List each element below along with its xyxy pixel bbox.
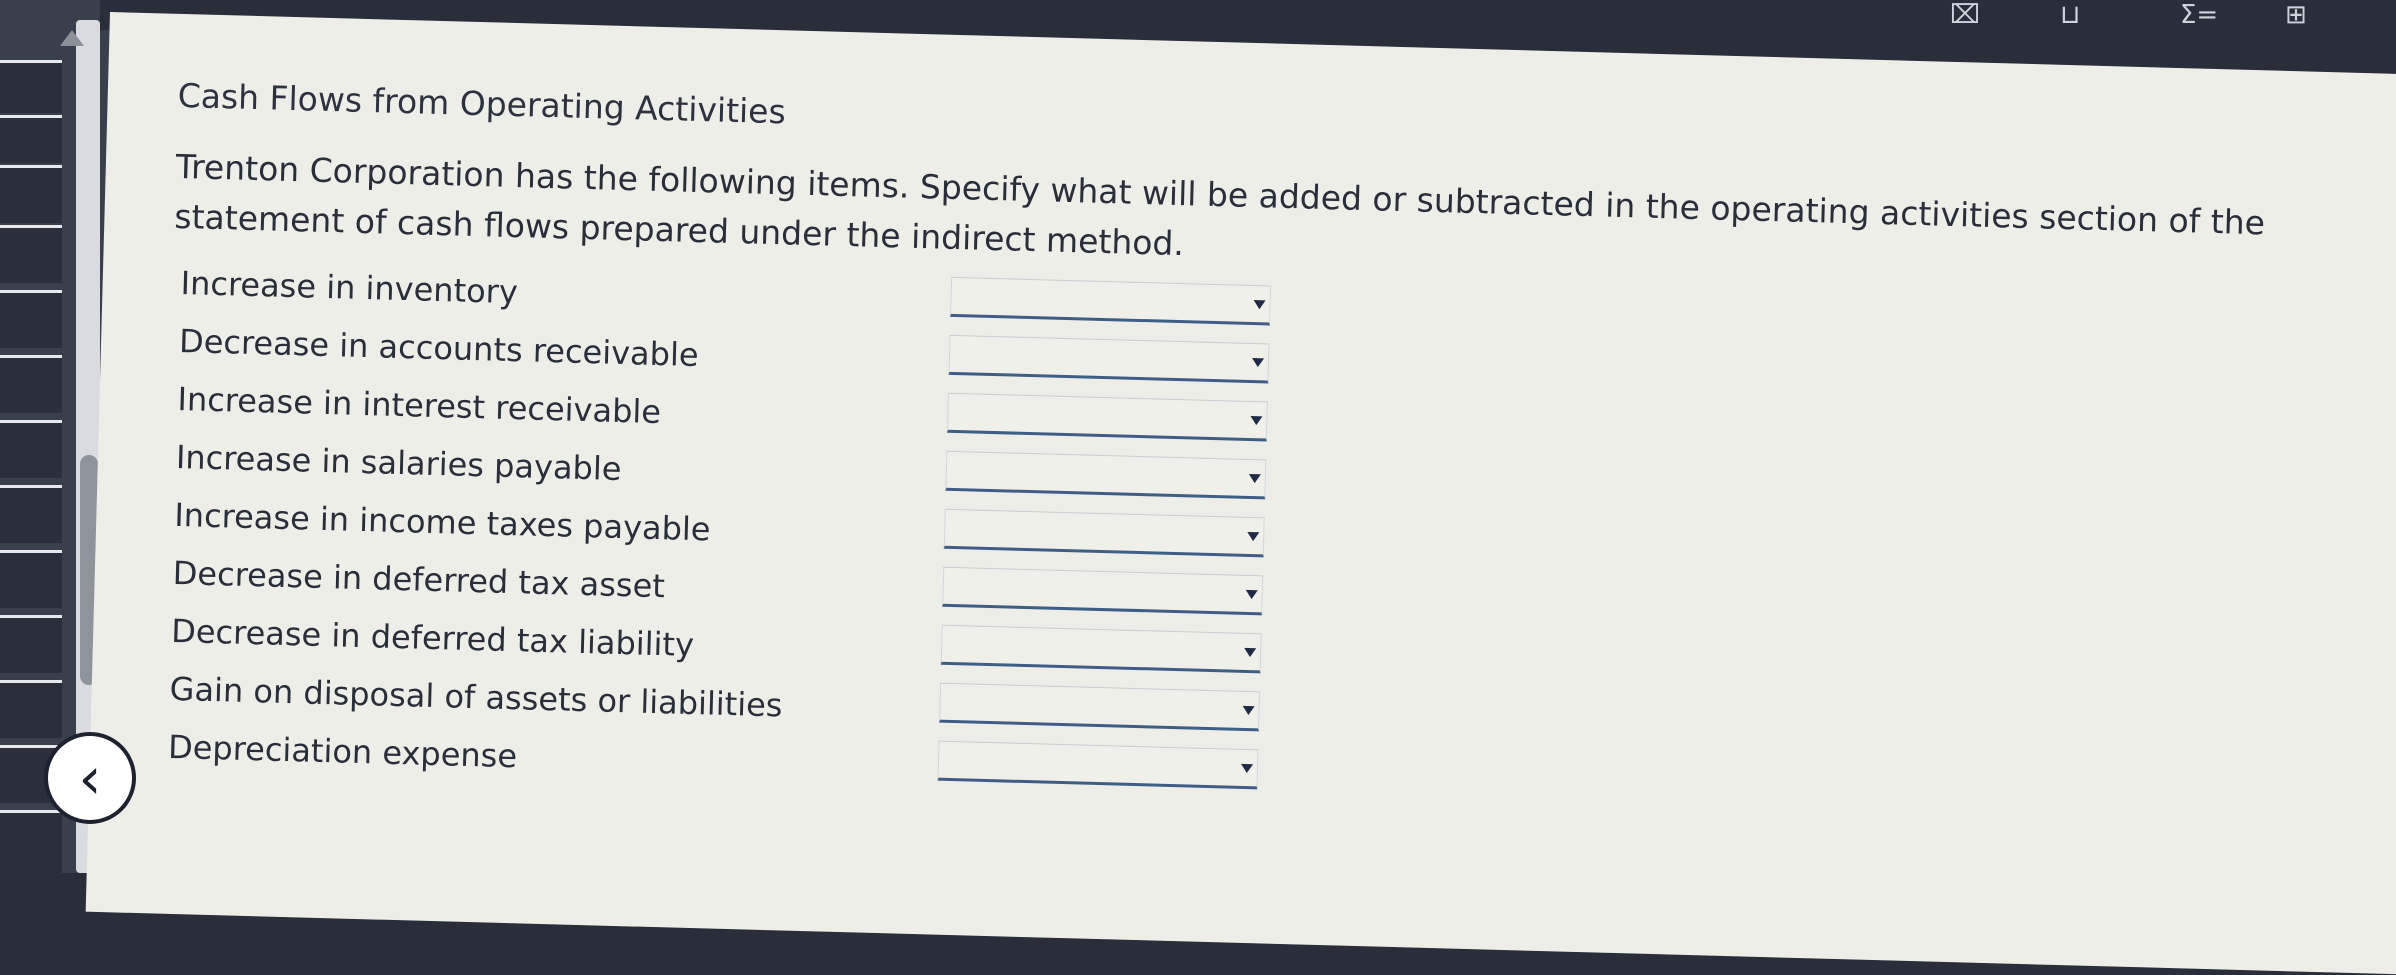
answer-dropdown[interactable] — [946, 392, 1268, 442]
sidebar-block — [0, 165, 62, 223]
sidebar-block — [0, 355, 62, 413]
sidebar-block — [0, 115, 62, 163]
add-box-icon[interactable]: ⊞ — [2285, 0, 2307, 30]
scroll-up-arrow-icon[interactable] — [60, 30, 84, 46]
sigma-icon[interactable]: Σ= — [2180, 0, 2219, 30]
bookmark-icon[interactable]: ⌧ — [1950, 0, 1980, 30]
answer-dropdown[interactable] — [937, 740, 1259, 790]
chevron-down-icon — [1242, 705, 1255, 716]
page-title: Cash Flows from Operating Activities — [177, 75, 787, 132]
chevron-left-icon: ‹ — [78, 744, 102, 812]
answer-dropdown[interactable] — [942, 566, 1264, 616]
answer-dropdown[interactable] — [945, 450, 1267, 500]
answer-dropdown[interactable] — [939, 682, 1261, 732]
chevron-down-icon — [1248, 473, 1261, 484]
sidebar-block — [0, 615, 62, 673]
chevron-down-icon — [1253, 300, 1266, 310]
question-panel: Cash Flows from Operating Activities Tre… — [85, 12, 2396, 975]
chevron-down-icon — [1245, 589, 1258, 600]
chevron-down-icon — [1247, 531, 1260, 542]
back-button[interactable]: ‹ — [44, 732, 136, 824]
chevron-down-icon — [1240, 763, 1254, 774]
sidebar-block — [0, 420, 62, 478]
left-sidebar — [0, 0, 110, 876]
sidebar-block — [0, 290, 62, 348]
answer-dropdown[interactable] — [943, 508, 1265, 558]
item-label: Depreciation expense — [167, 727, 518, 776]
layout-icon[interactable]: ⊔ — [2060, 0, 2081, 30]
sidebar-block — [0, 485, 62, 543]
answer-dropdown[interactable] — [950, 276, 1272, 326]
sidebar-block — [0, 680, 62, 738]
sidebar-block — [0, 550, 62, 608]
chevron-down-icon — [1243, 647, 1257, 658]
chevron-down-icon — [1250, 415, 1263, 426]
answer-dropdown[interactable] — [940, 624, 1262, 674]
sidebar-block — [0, 810, 62, 876]
answer-dropdown[interactable] — [948, 334, 1270, 384]
chevron-down-icon — [1251, 358, 1265, 368]
sidebar-block — [0, 60, 62, 113]
sidebar-block — [0, 225, 62, 283]
item-label: Increase in inventory — [180, 264, 519, 312]
